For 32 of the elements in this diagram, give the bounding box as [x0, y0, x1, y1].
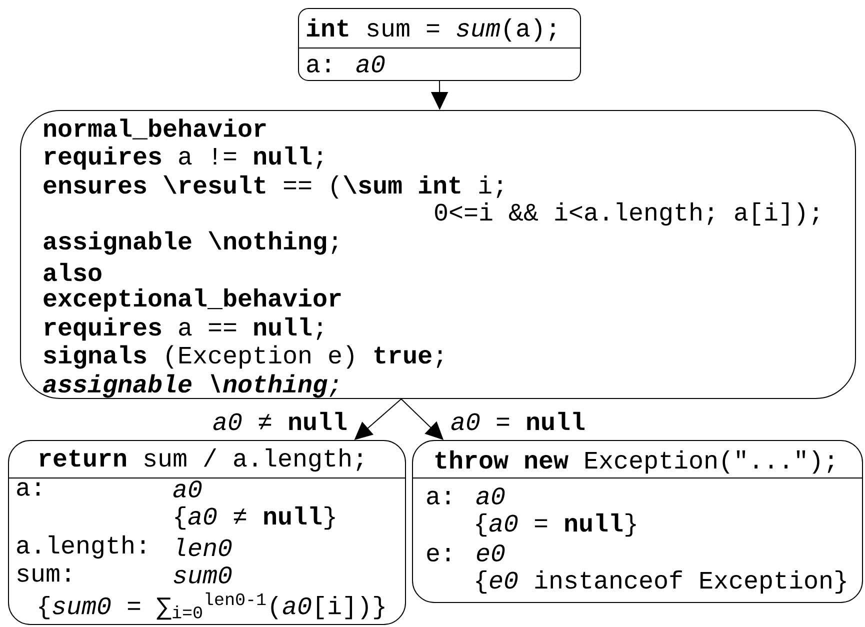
code-line: requires a == null; [44, 317, 322, 341]
code-line: e: e0 [427, 544, 505, 562]
code-line: {sum0 = ∑$_{i=0}$$^{len0-1}$(a0[i])} [39, 592, 384, 620]
code-line: normal_behavior [44, 118, 266, 140]
code-line: exceptional_behavior [44, 288, 341, 312]
code-line: ensures \result == (\sum int i; [44, 175, 502, 199]
code-line: a: a0 [427, 488, 505, 504]
code-line: a: a0 [307, 56, 385, 72]
code-line: sum: [18, 568, 70, 582]
code-line: assignable \nothing; [43, 374, 338, 398]
code-box [8, 440, 406, 625]
edge-label: a0 = null [450, 410, 587, 432]
code-line: assignable \nothing; [44, 231, 338, 255]
code-line: throw new Exception("..."); [435, 450, 834, 474]
code-line: {e0 instanceof Exception} [476, 570, 846, 594]
code-line: signals (Exception e) true; [44, 345, 442, 369]
code-box [412, 440, 863, 603]
code-line: a0 [173, 480, 202, 498]
code-line: a.length: [17, 535, 144, 559]
code-line: a: [17, 482, 40, 496]
code-line: int sum = sum(a); [306, 18, 556, 42]
code-line: 0<=i && i<a.length; a[i]); [435, 202, 818, 226]
code-line: requires a != null; [44, 146, 322, 170]
code-box [298, 8, 581, 81]
code-line: return sum / a.length; [40, 448, 362, 472]
code-line: sum0 [174, 566, 232, 584]
edge-label: a0 ≠ null [212, 410, 349, 432]
code-line: also [44, 262, 102, 282]
code-box [20, 110, 856, 399]
code-line: {a0 = null} [476, 513, 636, 537]
code-line: len0 [178, 538, 232, 556]
code-line: {a0 ≠ null} [175, 506, 335, 530]
